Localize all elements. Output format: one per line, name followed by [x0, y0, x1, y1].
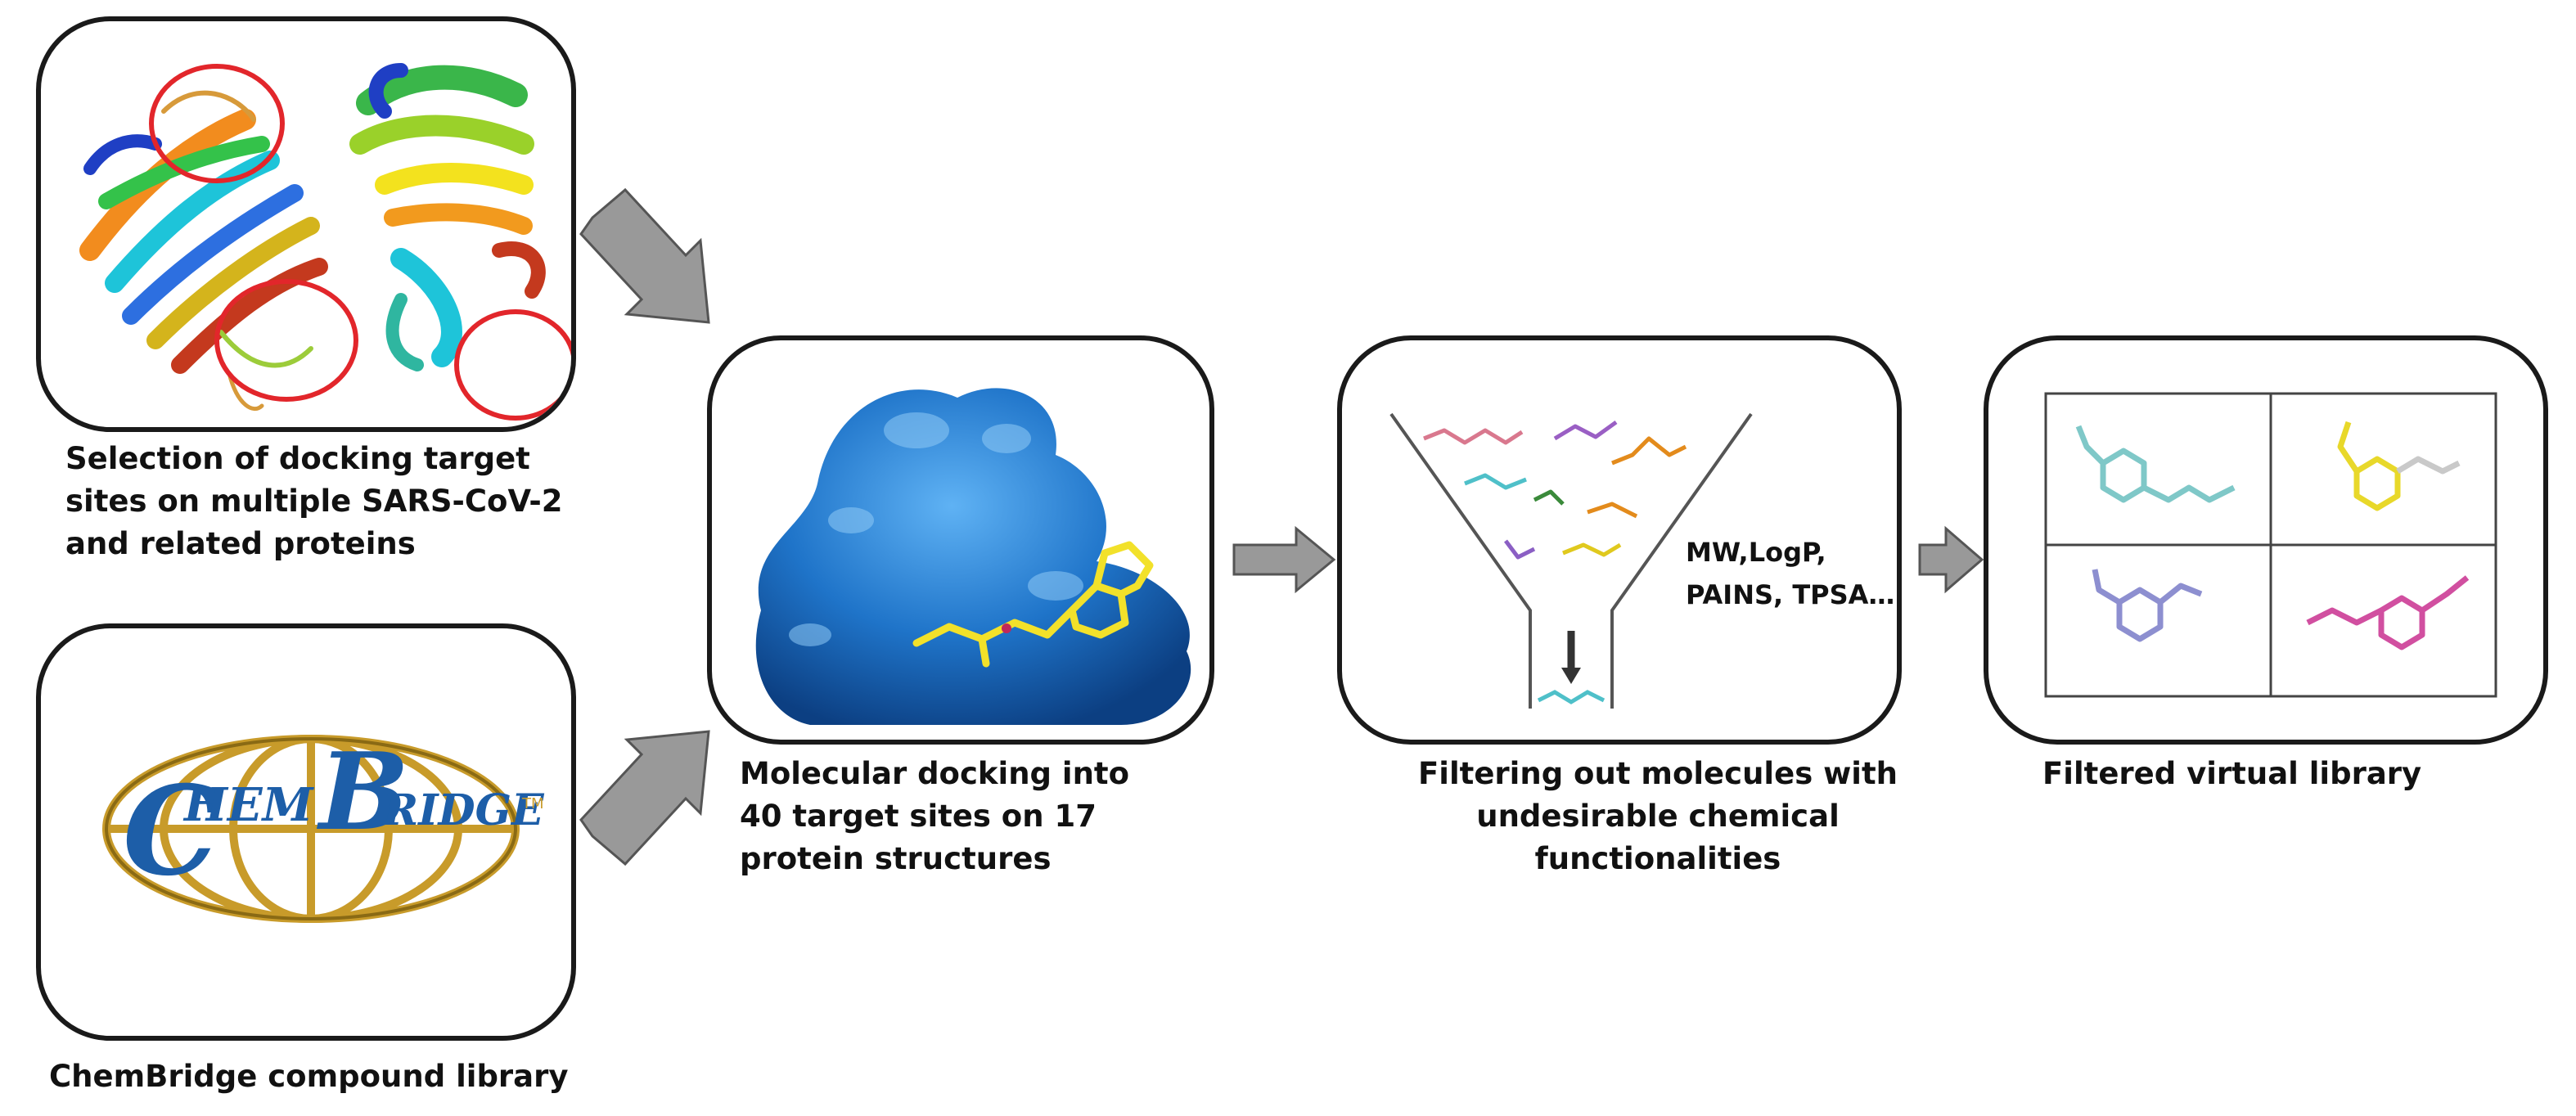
funnel-icon: MW,LogP, PAINS, TPSA…	[1389, 412, 1894, 709]
protein-surface-icon	[755, 388, 1191, 725]
flow-arrow-icon	[579, 187, 710, 324]
flow-arrow-icon	[1232, 525, 1336, 594]
chembridge-logo-icon: C HEM B RIDGE TM	[102, 729, 545, 923]
filtered-library-box	[1984, 335, 2548, 745]
docking-caption: Molecular docking into 40 target sites o…	[740, 756, 1130, 876]
filtering-box: MW,LogP, PAINS, TPSA…	[1337, 335, 1902, 745]
docking-box	[707, 335, 1214, 745]
compound-library-caption: ChemBridge compound library	[49, 1059, 569, 1094]
protein-ribbon-icon	[79, 63, 571, 421]
flow-arrow-icon	[579, 730, 710, 866]
flow-arrow-icon	[1918, 525, 1984, 594]
logo-letter-c: C	[123, 759, 220, 903]
compound-library-box: C HEM B RIDGE TM	[36, 623, 576, 1041]
filtered-library-caption: Filtered virtual library	[2042, 756, 2422, 791]
molecule-grid-icon	[2044, 392, 2497, 698]
filter-criteria-label: MW,LogP, PAINS, TPSA…	[1686, 537, 1894, 610]
target-selection-caption: Selection of docking target sites on mul…	[65, 441, 563, 561]
filtering-caption: Filtering out molecules with undesirable…	[1418, 756, 1898, 876]
logo-letter-b: B	[316, 729, 409, 854]
target-selection-box	[36, 16, 576, 432]
logo-tm: TM	[521, 795, 544, 812]
logo-letters-ridge: RIDGE	[381, 785, 545, 835]
logo-letters-hem: HEM	[182, 778, 315, 832]
